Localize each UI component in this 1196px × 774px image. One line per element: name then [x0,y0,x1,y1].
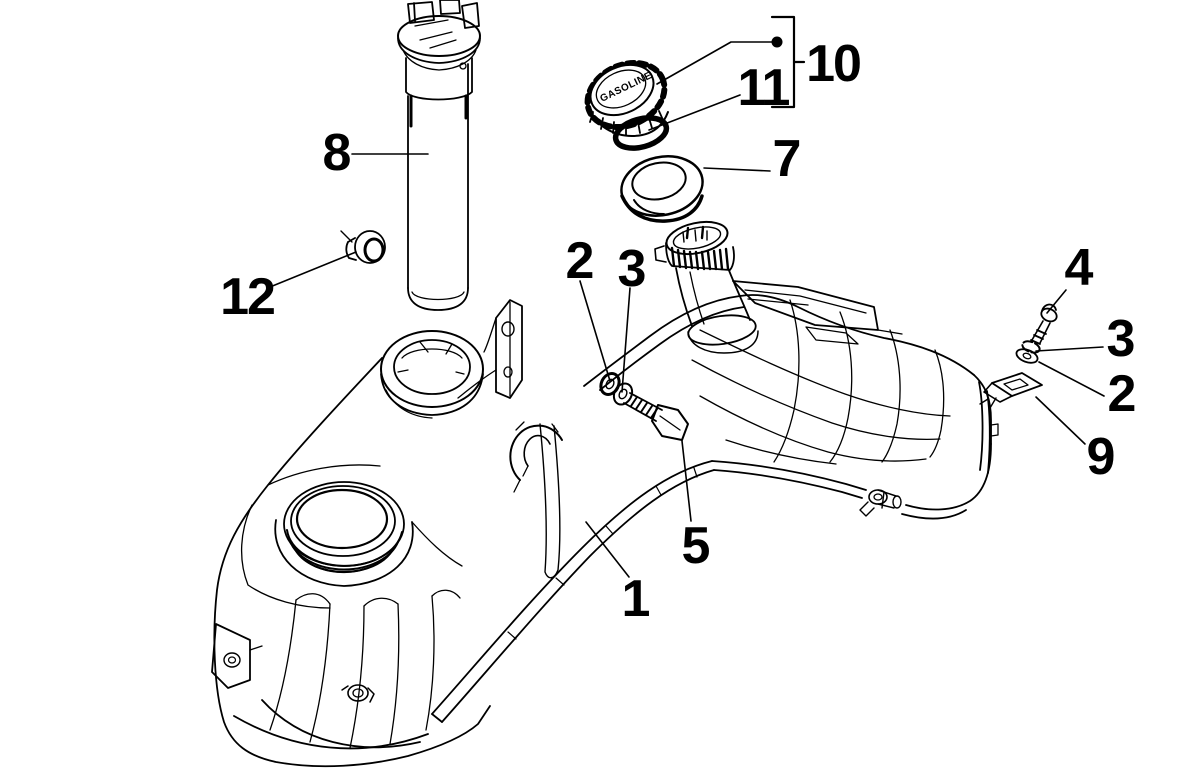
sender-tube [408,64,468,310]
callout-4: 4 [1064,239,1094,297]
callout-8: 8 [322,124,352,182]
callout-5: 5 [681,517,711,575]
callout-10: 10 [806,35,862,93]
callout-11: 11 [737,59,791,117]
support-bracket [980,373,1042,408]
filler-seal-ring [616,149,708,223]
fuel-cap: GASOLINE [577,51,675,139]
callout-2-mid: 2 [565,232,595,290]
callout-9: 9 [1086,428,1116,486]
callout-3-right: 3 [1106,310,1136,368]
callout-7: 7 [772,130,802,188]
callout-1: 1 [621,570,651,628]
rubber-grommet [341,231,385,263]
cap-o-ring [612,113,669,154]
callout-12: 12 [220,268,276,326]
callout-3-mid: 3 [617,240,647,298]
mounting-bolt-assembly [597,370,688,440]
fuel-level-sender-unit [398,0,480,126]
filler-neck [655,217,750,326]
leader-lines [270,36,1104,578]
fuel-tank-body [212,281,998,766]
callout-2-right: 2 [1107,365,1137,423]
group-bracket-10-11 [772,17,804,107]
screw-assembly [1015,304,1059,365]
